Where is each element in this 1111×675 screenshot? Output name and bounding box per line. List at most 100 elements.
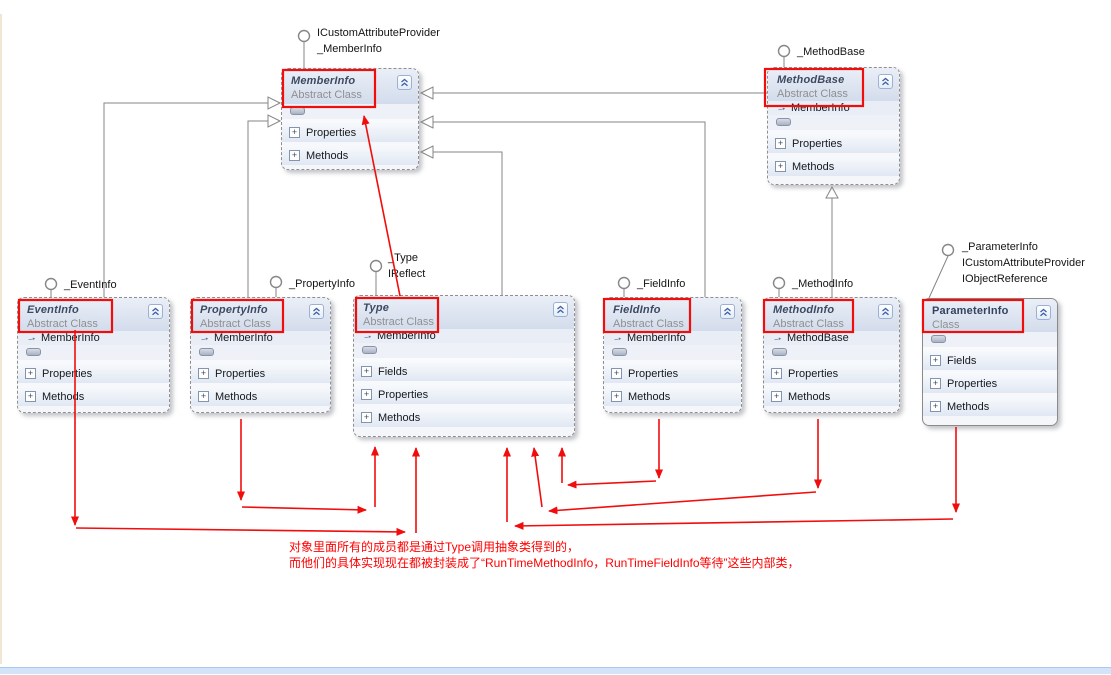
annotation-text-line1: 对象里面所有的成员都是通过Type调用抽象类得到的，	[289, 540, 580, 554]
class-name: ParameterInfo	[932, 305, 1009, 317]
expand-icon[interactable]: +	[930, 355, 941, 366]
canvas-left-edge	[0, 14, 2, 664]
section-properties[interactable]: +Properties	[18, 364, 169, 383]
class-kind: Abstract Class	[27, 318, 98, 330]
capsule-icon	[199, 348, 214, 356]
chevron-up-icon	[152, 307, 159, 316]
inheritance-icon: →	[360, 328, 375, 344]
class-header: MethodInfo Abstract Class	[764, 298, 899, 331]
expand-icon[interactable]: +	[775, 138, 786, 149]
section-methods[interactable]: +Methods	[923, 397, 1057, 416]
expand-icon[interactable]: +	[361, 389, 372, 400]
collapse-button[interactable]	[720, 304, 735, 319]
capsule-icon	[772, 348, 787, 356]
class-box-memberinfo[interactable]: MemberInfo Abstract Class +Properties +M…	[281, 68, 419, 170]
expand-icon[interactable]: +	[198, 368, 209, 379]
class-name: MemberInfo	[291, 75, 356, 87]
class-box-fieldinfo[interactable]: FieldInfo Abstract Class →MemberInfo +Pr…	[603, 297, 742, 413]
association-row	[282, 104, 418, 119]
lollipop-label-methodinfo: _MethodInfo	[792, 278, 854, 290]
expand-icon[interactable]: +	[930, 378, 941, 389]
class-name: Type	[363, 302, 390, 314]
annotation-text-line2: 而他们的具体实现现在都被封装成了“RunTimeMethodInfo，RunTi…	[289, 556, 800, 570]
expand-icon[interactable]: +	[611, 391, 622, 402]
expand-icon[interactable]: +	[611, 368, 622, 379]
expand-icon[interactable]: +	[25, 368, 36, 379]
collapse-button[interactable]	[148, 304, 163, 319]
class-box-parameterinfo[interactable]: ParameterInfo Class +Fields +Properties …	[922, 298, 1058, 426]
chevron-up-icon	[882, 307, 889, 316]
class-header: EventInfo Abstract Class	[18, 298, 169, 331]
chevron-up-icon	[724, 307, 731, 316]
chevron-up-icon	[401, 78, 408, 87]
base-class-row: →MemberInfo	[354, 329, 574, 343]
chevron-up-icon	[882, 77, 889, 86]
section-methods[interactable]: +Methods	[768, 157, 899, 176]
collapse-button[interactable]	[397, 75, 412, 90]
expand-icon[interactable]: +	[289, 150, 300, 161]
collapse-button[interactable]	[309, 304, 324, 319]
section-fields[interactable]: +Fields	[923, 351, 1057, 370]
expand-icon[interactable]: +	[198, 391, 209, 402]
class-kind: Class	[932, 319, 960, 331]
expand-icon[interactable]: +	[361, 366, 372, 377]
class-box-methodinfo[interactable]: MethodInfo Abstract Class →MethodBase +P…	[763, 297, 900, 413]
class-header: PropertyInfo Abstract Class	[191, 298, 330, 331]
association-row	[923, 332, 1057, 347]
section-methods[interactable]: +Methods	[18, 387, 169, 406]
expand-icon[interactable]: +	[775, 161, 786, 172]
section-properties[interactable]: +Properties	[764, 364, 899, 383]
lollipop-label-propertyinfo: _PropertyInfo	[289, 278, 356, 290]
capsule-icon	[362, 346, 377, 354]
section-methods[interactable]: +Methods	[604, 387, 741, 406]
section-properties[interactable]: +Properties	[768, 134, 899, 153]
lollipop-label-fieldinfo: _FieldInfo	[637, 278, 686, 290]
collapse-button[interactable]	[878, 304, 893, 319]
class-name: PropertyInfo	[200, 304, 268, 316]
class-name: EventInfo	[27, 304, 79, 316]
class-box-propertyinfo[interactable]: PropertyInfo Abstract Class →MemberInfo …	[190, 297, 331, 413]
collapse-button[interactable]	[1036, 305, 1051, 320]
section-fields[interactable]: +Fields	[354, 362, 574, 381]
class-header: ParameterInfo Class	[923, 299, 1057, 332]
expand-icon[interactable]: +	[771, 368, 782, 379]
section-methods[interactable]: +Methods	[191, 387, 330, 406]
expand-icon[interactable]: +	[771, 391, 782, 402]
class-header: MethodBase Abstract Class	[768, 68, 899, 101]
class-kind: Abstract Class	[363, 316, 434, 328]
class-header: FieldInfo Abstract Class	[604, 298, 741, 331]
class-box-eventinfo[interactable]: EventInfo Abstract Class →MemberInfo +Pr…	[17, 297, 170, 413]
base-class-row: →MemberInfo	[604, 331, 741, 345]
section-properties[interactable]: +Properties	[604, 364, 741, 383]
section-properties[interactable]: +Properties	[923, 374, 1057, 393]
expand-icon[interactable]: +	[930, 401, 941, 412]
class-name: MethodInfo	[773, 304, 835, 316]
expand-icon[interactable]: +	[25, 391, 36, 402]
association-row	[764, 345, 899, 360]
association-row	[191, 345, 330, 360]
class-box-methodbase[interactable]: MethodBase Abstract Class →MemberInfo +P…	[767, 67, 900, 185]
inheritance-icon: →	[610, 330, 625, 346]
section-properties[interactable]: +Properties	[282, 123, 418, 142]
inheritance-icon: →	[24, 330, 39, 346]
section-properties[interactable]: +Properties	[191, 364, 330, 383]
section-properties[interactable]: +Properties	[354, 385, 574, 404]
section-methods[interactable]: +Methods	[354, 408, 574, 427]
class-kind: Abstract Class	[777, 88, 848, 100]
lollipop-label-eventinfo: _EventInfo	[64, 279, 117, 291]
capsule-icon	[612, 348, 627, 356]
inheritance-icon: →	[197, 330, 212, 346]
chevron-up-icon	[557, 305, 564, 314]
collapse-button[interactable]	[553, 302, 568, 317]
lollipop-label-methodbase: _MethodBase	[797, 46, 865, 58]
expand-icon[interactable]: +	[289, 127, 300, 138]
capsule-icon	[26, 348, 41, 356]
canvas-bottom-scroll-edge[interactable]	[0, 667, 1111, 674]
section-methods[interactable]: +Methods	[282, 146, 418, 165]
expand-icon[interactable]: +	[361, 412, 372, 423]
class-box-type[interactable]: Type Abstract Class →MemberInfo +Fields …	[353, 295, 575, 437]
base-class-row: →MemberInfo	[18, 331, 169, 345]
section-methods[interactable]: +Methods	[764, 387, 899, 406]
collapse-button[interactable]	[878, 74, 893, 89]
lollipop-label-memberinfo: ICustomAttributeProvider_MemberInfo	[317, 27, 440, 55]
